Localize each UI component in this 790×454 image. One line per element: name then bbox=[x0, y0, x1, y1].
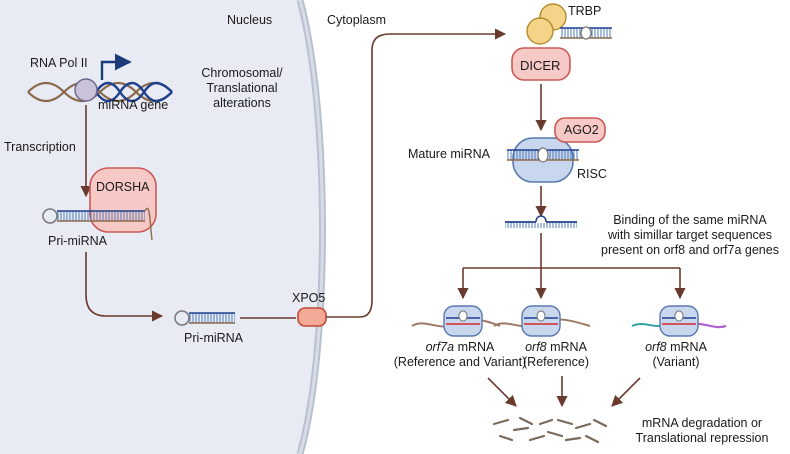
ago2-label: AGO2 bbox=[564, 123, 599, 137]
pri-mirna-hairpin-2 bbox=[174, 310, 235, 326]
cytoplasm-label: Cytoplasm bbox=[327, 13, 387, 27]
dicer-enzyme bbox=[511, 47, 571, 81]
dorsha-enzyme bbox=[89, 167, 157, 233]
mrna-fragments bbox=[492, 416, 608, 444]
degradation-label: mRNA degradation or Translational repres… bbox=[635, 416, 769, 445]
dicer-label: DICER bbox=[520, 58, 561, 73]
orf8-variant-mrna-label: orf8 mRNA (Variant) bbox=[645, 340, 707, 369]
pri-mirna-label-1: Pri-miRNA bbox=[48, 234, 108, 248]
pri-mirna-label-2: Pri-miRNA bbox=[184, 331, 244, 345]
chromosomal-alterations-label: Chromosomal/ Translational alterations bbox=[201, 66, 283, 110]
binding-description: Binding of the same miRNA with simillar … bbox=[601, 213, 779, 257]
target-orf8-variant-complex bbox=[631, 305, 727, 337]
target-orf7a-complex bbox=[411, 305, 501, 337]
transcription-start-arrow bbox=[100, 53, 132, 80]
nucleus-region bbox=[0, 0, 323, 454]
mature-mirna-duplex bbox=[507, 147, 579, 163]
dorsha-label: DORSHA bbox=[96, 180, 150, 194]
ago2-protein bbox=[554, 117, 606, 143]
xpo5-label: XPO5 bbox=[292, 291, 326, 305]
orf8-reference-mrna-label: orf8 mRNA (Reference) bbox=[523, 340, 589, 369]
single-strand-mirna bbox=[505, 215, 577, 228]
mirna-gene-dna bbox=[27, 81, 173, 103]
pri-mirna-hairpin-1 bbox=[42, 207, 153, 241]
transcription-label: Transcription bbox=[4, 140, 76, 154]
risc-label: RISC bbox=[577, 167, 607, 181]
rna-pol-ii-icon bbox=[74, 78, 98, 102]
dicer-bound-duplex bbox=[560, 26, 612, 40]
target-orf8-reference-complex bbox=[493, 305, 591, 337]
cytoplasm-transport-arrow bbox=[326, 28, 507, 318]
mature-mirna-label: Mature miRNA bbox=[408, 147, 490, 161]
mirna-gene-label: miRNA gene bbox=[98, 98, 169, 112]
target-distribution-arrows bbox=[457, 233, 686, 300]
nucleus-label: Nucleus bbox=[227, 13, 273, 27]
export-path-arrow bbox=[85, 252, 164, 322]
trbp-label: TRBP bbox=[568, 4, 602, 18]
trbp-protein bbox=[526, 3, 567, 45]
rna-pol-ii-label: RNA Pol II bbox=[30, 56, 88, 70]
orf7a-mrna-label: orf7a mRNA (Reference and Variant) bbox=[393, 340, 527, 369]
xpo5-exportin bbox=[297, 307, 327, 327]
degradation-arrows bbox=[487, 376, 641, 408]
